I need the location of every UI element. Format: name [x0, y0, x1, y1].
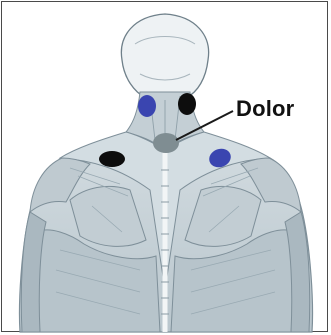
pain-label: Dolor [236, 96, 294, 122]
marker-left-neck-blue [138, 95, 156, 117]
skull [121, 14, 208, 98]
marker-left-shoulder-black [99, 151, 125, 167]
marker-right-neck-black [178, 93, 196, 115]
marker-center-gray [153, 133, 179, 153]
